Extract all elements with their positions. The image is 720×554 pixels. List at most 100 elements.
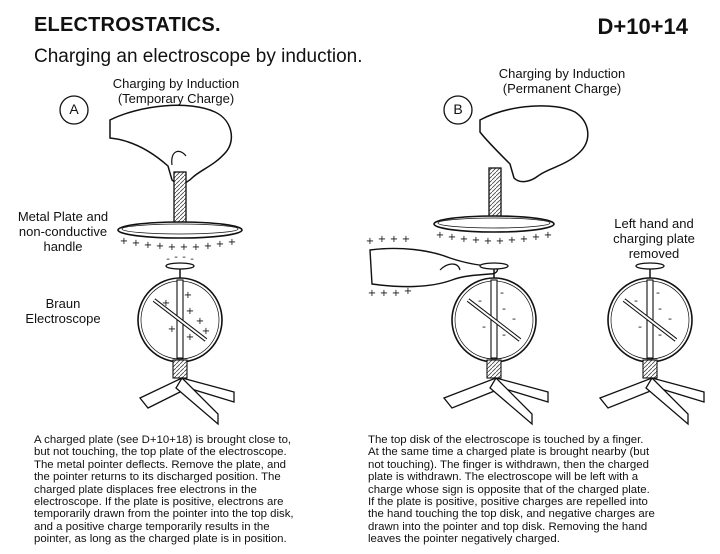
panel-a-marker (59, 95, 89, 125)
svg-text:+: + (192, 242, 200, 253)
label-removed-line3: removed (628, 246, 680, 261)
panel-b-text-line: leaves the pointer negatively charged. (368, 533, 560, 546)
panel-a-caption-line1: Charging by Induction (112, 76, 240, 91)
svg-text:-: - (502, 302, 506, 315)
svg-text:+: + (202, 326, 210, 337)
label-metal-plate-line3: handle (43, 239, 83, 254)
svg-text:+: + (472, 235, 480, 246)
svg-text:-: - (190, 254, 194, 265)
label-removed-line2: charging plate (613, 231, 695, 246)
label-metal-plate-line2: non-conductive (18, 224, 108, 239)
label-removed-line1: Left hand and (614, 216, 694, 231)
label-hand-removed: Left hand and charging plate removed (594, 216, 714, 261)
svg-text:+: + (228, 237, 236, 248)
svg-text:+: + (120, 236, 128, 247)
svg-text:-: - (512, 312, 516, 325)
svg-text:+: + (196, 316, 204, 327)
panel-b-text-line: plate is withdrawn. The electroscope wil… (368, 471, 639, 484)
svg-text:-: - (482, 320, 486, 333)
svg-text:+: + (508, 235, 516, 246)
electroscope-a (137, 262, 235, 426)
svg-text:-: - (656, 286, 660, 299)
svg-text:+: + (544, 230, 552, 241)
panel-b-caption-line2: (Permanent Charge) (502, 81, 622, 96)
svg-text:+: + (168, 324, 176, 335)
svg-text:+: + (520, 234, 528, 245)
svg-text:+: + (184, 290, 192, 301)
charge-signs-hand-b: + + + + + + + + (366, 234, 412, 299)
svg-text:+: + (390, 234, 398, 245)
page-title: ELECTROSTATICS. (34, 14, 221, 36)
svg-text:+: + (532, 232, 540, 243)
metal-plate-b (433, 215, 555, 233)
svg-text:+: + (460, 234, 468, 245)
panel-a-description: A charged plate (see D+10+18) is brought… (34, 434, 342, 546)
svg-text:+: + (156, 241, 164, 252)
svg-text:-: - (658, 302, 662, 315)
panel-a-text-line: the pointer returns to its discharged po… (34, 471, 281, 484)
panel-a-text-line: electroscope. If the plate is positive, … (34, 496, 284, 509)
label-braun-line1: Braun (45, 296, 81, 311)
svg-text:-: - (182, 252, 186, 263)
svg-text:+: + (404, 286, 412, 297)
label-metal-plate-line1: Metal Plate and (17, 209, 109, 224)
svg-text:+: + (380, 288, 388, 299)
touching-hand-icon (369, 247, 499, 288)
metal-plate-a (117, 221, 243, 239)
panel-a-text-line: The metal pointer deflects. Remove the p… (34, 458, 287, 471)
charge-signs-top-disk-a: - - - - (166, 252, 194, 265)
svg-text:+: + (496, 236, 504, 247)
page-subtitle: Charging an electroscope by induction. (34, 46, 363, 67)
label-braun-line2: Electroscope (25, 311, 101, 326)
label-metal-plate: Metal Plate and non-conductive handle (4, 209, 122, 254)
svg-text:+: + (204, 241, 212, 252)
panel-b-caption-line1: Charging by Induction (498, 66, 626, 81)
panel-b-caption: Charging by Induction (Permanent Charge) (482, 66, 642, 96)
panel-b-description: The top disk of the electroscope is touc… (368, 434, 698, 546)
charge-signs-pointer-a: + + + + + + + (162, 290, 210, 343)
panel-a-text-line: pointer, as long as the charged plate is… (34, 533, 287, 546)
svg-text:+: + (368, 288, 376, 299)
charge-signs-pointer-c: - - - - - - (634, 286, 672, 341)
svg-text:+: + (186, 332, 194, 343)
svg-text:-: - (668, 312, 672, 325)
panel-b-text-line: drawn into the pointer and top disk. Rem… (368, 520, 648, 533)
panel-b-marker (443, 95, 473, 125)
panel-a-text-line: temporarily drawn from the pointer into … (34, 508, 294, 521)
panel-a-text-line: charged plate displaces free electrons i… (34, 483, 257, 496)
svg-text:-: - (634, 294, 638, 307)
svg-text:+: + (392, 288, 400, 299)
panel-b-text-line: the hand touching the top disk, and nega… (368, 508, 655, 521)
svg-text:-: - (658, 328, 662, 341)
svg-text:+: + (448, 232, 456, 243)
svg-text:-: - (638, 320, 642, 333)
svg-text:+: + (436, 230, 444, 241)
svg-text:-: - (478, 294, 482, 307)
charge-signs-pointer-b: - - - - - - (478, 286, 516, 341)
svg-text:+: + (168, 242, 176, 253)
panel-b-text-line: not touching). The finger is withdrawn, … (368, 458, 649, 471)
svg-text:+: + (366, 236, 374, 247)
panel-b-text-line: The top disk of the electroscope is touc… (368, 434, 644, 446)
panel-b-text-line: If the plate is positive, positive charg… (368, 496, 648, 509)
svg-text:+: + (216, 239, 224, 250)
hand-a-icon (109, 104, 233, 185)
hand-b-icon (479, 105, 589, 183)
panel-b-letter: B (453, 101, 463, 117)
svg-text:-: - (502, 328, 506, 341)
panel-b-text-line: charge whose sign is opposite that of th… (368, 483, 650, 496)
svg-text:+: + (484, 236, 492, 247)
svg-text:+: + (186, 306, 194, 317)
panel-b-text-line: At the same time a charged plate is brou… (368, 446, 650, 459)
panel-a-caption-line2: (Temporary Charge) (117, 91, 235, 106)
panel-a-letter: A (69, 101, 79, 117)
svg-text:-: - (500, 286, 504, 299)
svg-text:+: + (132, 238, 140, 249)
label-braun-electroscope: Braun Electroscope (14, 296, 112, 326)
electroscope-b (442, 262, 549, 426)
svg-text:+: + (402, 234, 410, 245)
charge-signs-plate-b: + + + + + + + + + + (436, 230, 552, 247)
electroscope-c (598, 262, 705, 426)
svg-text:+: + (180, 242, 188, 253)
